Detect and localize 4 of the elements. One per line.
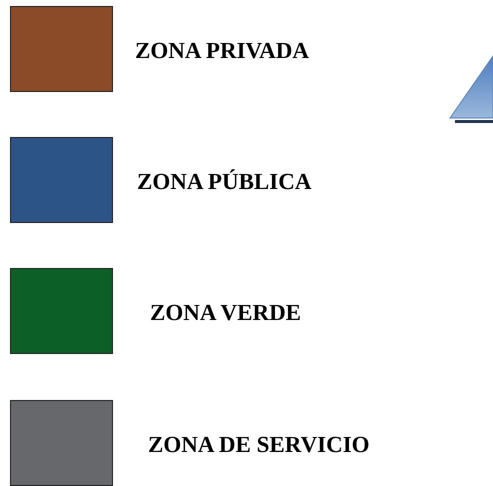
legend-label: ZONA DE SERVICIO	[148, 433, 370, 456]
legend-label: ZONA PRIVADA	[135, 39, 310, 62]
legend-label: ZONA VERDE	[150, 301, 302, 324]
legend-label: ZONA PÚBLICA	[137, 170, 312, 193]
